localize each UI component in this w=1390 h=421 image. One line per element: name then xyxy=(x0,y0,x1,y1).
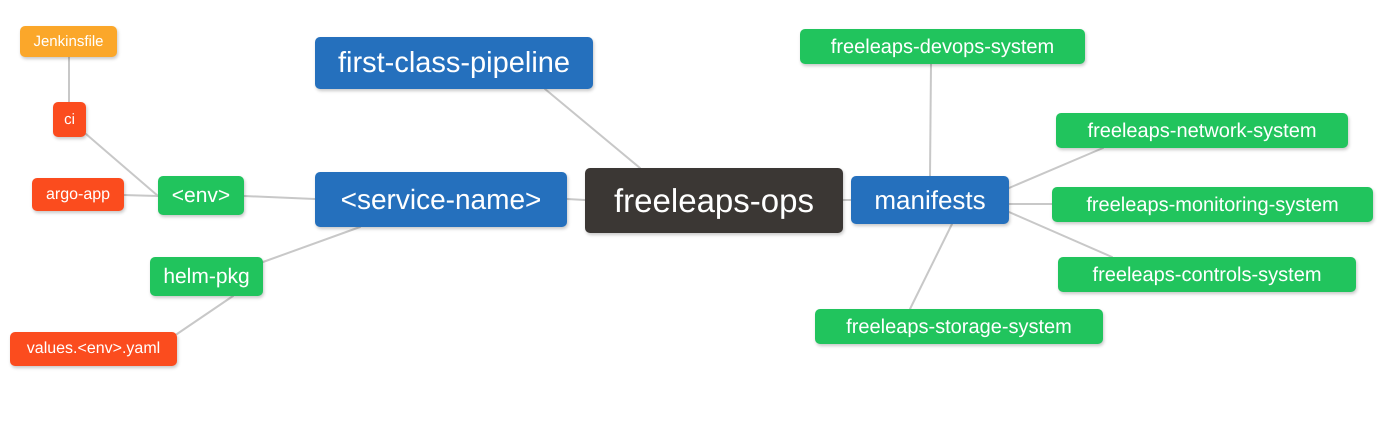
node-argo-app[interactable]: argo-app xyxy=(32,178,124,211)
node-label-freeleaps-controls-system: freeleaps-controls-system xyxy=(1092,263,1322,286)
node-label-argo-app: argo-app xyxy=(45,185,111,203)
edge-manifests-to-freeleaps-storage-system xyxy=(909,223,953,310)
node-freeleaps-controls-system[interactable]: freeleaps-controls-system xyxy=(1058,257,1356,292)
node-freeleaps-storage-system[interactable]: freeleaps-storage-system xyxy=(815,309,1103,344)
node-label-manifests: manifests xyxy=(874,185,986,215)
node-service-name[interactable]: <service-name> xyxy=(315,172,567,227)
node-ci[interactable]: ci xyxy=(53,102,86,137)
node-label-ci: ci xyxy=(64,111,75,128)
node-label-freeleaps-storage-system: freeleaps-storage-system xyxy=(846,315,1072,338)
node-label-freeleaps-network-system: freeleaps-network-system xyxy=(1087,119,1317,142)
node-label-helm-pkg: helm-pkg xyxy=(163,265,250,288)
node-freeleaps-network-system[interactable]: freeleaps-network-system xyxy=(1056,113,1348,148)
node-label-service-name: <service-name> xyxy=(340,183,542,215)
edge-first-class-pipeline-to-freeleaps-ops xyxy=(544,88,641,169)
node-jenkinsfile[interactable]: Jenkinsfile xyxy=(20,26,117,57)
node-freeleaps-devops-system[interactable]: freeleaps-devops-system xyxy=(800,29,1085,64)
node-values-env-yaml[interactable]: values.<env>.yaml xyxy=(10,332,177,366)
edge-service-name-to-freeleaps-ops xyxy=(566,198,586,201)
node-label-freeleaps-devops-system: freeleaps-devops-system xyxy=(830,35,1055,58)
node-helm-pkg[interactable]: helm-pkg xyxy=(150,257,263,296)
edge-env-to-service-name xyxy=(243,195,316,200)
node-label-jenkinsfile: Jenkinsfile xyxy=(33,33,104,50)
node-label-freeleaps-ops: freeleaps-ops xyxy=(614,182,814,219)
node-env[interactable]: <env> xyxy=(158,176,244,215)
node-label-freeleaps-monitoring-system: freeleaps-monitoring-system xyxy=(1086,193,1339,216)
node-freeleaps-ops[interactable]: freeleaps-ops xyxy=(585,168,843,233)
node-label-values-env-yaml: values.<env>.yaml xyxy=(26,340,161,357)
edge-manifests-to-freeleaps-network-system xyxy=(1008,147,1104,189)
node-manifests[interactable]: manifests xyxy=(851,176,1009,224)
edge-argo-app-to-env xyxy=(123,194,159,197)
edge-manifests-to-freeleaps-devops-system xyxy=(929,63,932,177)
edge-values-env-yaml-to-helm-pkg xyxy=(176,295,234,335)
node-label-first-class-pipeline: first-class-pipeline xyxy=(337,46,571,79)
edge-helm-pkg-to-service-name xyxy=(262,226,361,263)
node-first-class-pipeline[interactable]: first-class-pipeline xyxy=(315,37,593,89)
node-freeleaps-monitoring-system[interactable]: freeleaps-monitoring-system xyxy=(1052,187,1373,222)
node-label-env: <env> xyxy=(171,184,231,207)
